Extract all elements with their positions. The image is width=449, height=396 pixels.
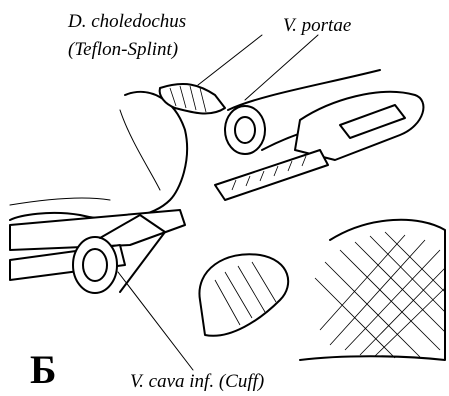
label-cava: V. cava inf. (Cuff) bbox=[130, 372, 264, 391]
leader-choledochus bbox=[198, 35, 262, 85]
portal-vein-ring bbox=[225, 106, 265, 154]
liver-contour bbox=[10, 110, 160, 205]
tape-band bbox=[215, 150, 328, 200]
cava-cuff-ring bbox=[73, 237, 117, 293]
tissue-crosshatch bbox=[315, 232, 445, 358]
leader-cava bbox=[118, 272, 193, 370]
label-portae: V. portae bbox=[283, 16, 351, 35]
retractor-right bbox=[295, 92, 423, 160]
label-choledochus-line1: D. choledochus bbox=[68, 12, 186, 31]
choledochus-tube bbox=[160, 84, 225, 113]
panel-letter: Б bbox=[30, 350, 56, 390]
label-choledochus-line2: (Teflon-Splint) bbox=[68, 40, 178, 59]
lower-organ bbox=[199, 254, 288, 336]
leader-portae bbox=[245, 35, 318, 100]
